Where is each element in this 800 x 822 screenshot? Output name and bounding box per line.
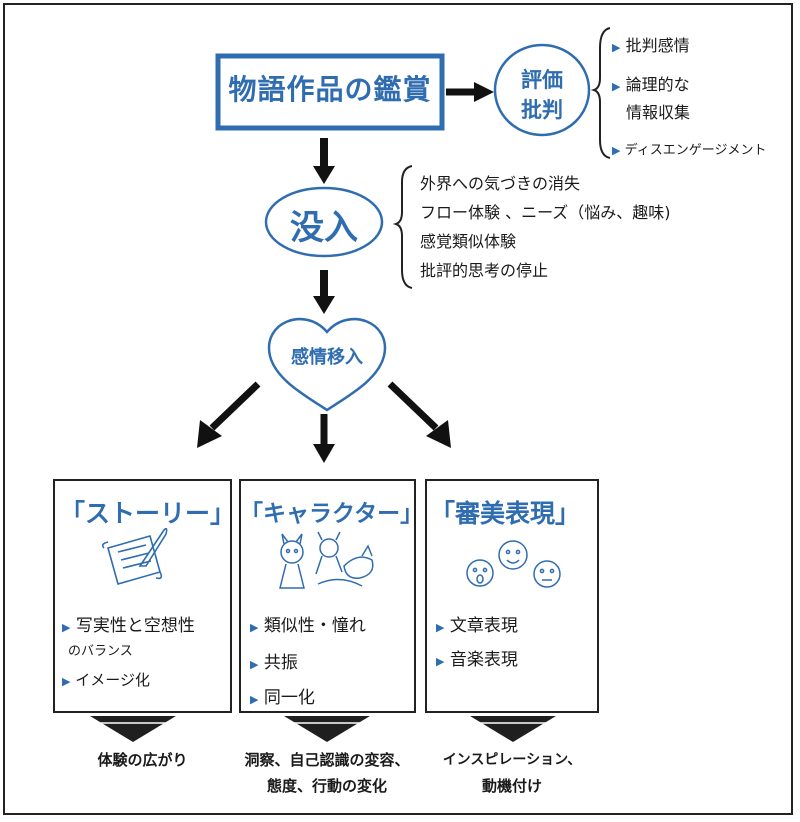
story-item-1-text: 写実性と空想性 (75, 616, 195, 636)
immersion-ellipse (264, 186, 384, 258)
arrow-empathy-to-aesthetic-head (426, 420, 451, 448)
bullet-triangle-icon: ▶ (436, 655, 445, 668)
empathy-heart (267, 317, 387, 412)
story-item-2-text: イメージ化 (75, 671, 150, 689)
immersion-label: 没入 (290, 208, 358, 248)
bullet-triangle-icon: ▶ (62, 675, 71, 688)
story-item-1-cont: のバランス (68, 644, 133, 659)
aesthetic-result-arrow (470, 716, 556, 742)
evaluation-item-1-text: 批判感情 (625, 36, 690, 55)
aesthetic-item-1-text: 文章表現 (449, 616, 518, 636)
immersion-brace (392, 165, 413, 289)
aesthetic-item-2-text: 音楽表現 (449, 650, 518, 670)
story-box (53, 479, 232, 713)
character-item-1-text: 類似性・憧れ (263, 616, 366, 636)
story-item-1: ▶ 写実性と空想性 (62, 611, 195, 636)
character-title: 「キャラクター」 (240, 501, 424, 527)
arrow-immersion-to-empathy-head (313, 296, 335, 314)
character-result-line2: 態度、行動の変化 (266, 777, 387, 795)
root-box (215, 53, 445, 131)
story-title: 「ストーリー」 (60, 499, 236, 528)
empathy-label: 感情移入 (291, 347, 363, 368)
evaluation-ellipse (493, 43, 591, 137)
arrow-empathy-to-character-head (313, 444, 335, 463)
aesthetic-result-line2: 動機付け (481, 777, 542, 795)
immersion-item-1: 外界への気づきの消失 (420, 174, 581, 193)
character-result-line1: 洞察、自己認識の変容、 (244, 751, 410, 769)
bullet-triangle-icon: ▶ (612, 144, 621, 157)
evaluation-brace (590, 27, 611, 159)
evaluation-label-line2: 批判 (521, 98, 563, 122)
story-result-arrow (90, 716, 176, 742)
evaluation-label-line1: 評価 (521, 68, 563, 92)
character-item-3-text: 同一化 (263, 688, 315, 708)
evaluation-item-3: ▶ ディスエンゲージメント (612, 139, 766, 158)
aesthetic-box (425, 479, 599, 713)
character-box (239, 479, 416, 713)
immersion-item-2: フロー体験 、ニーズ（悩み、趣味) (420, 203, 671, 222)
bullet-triangle-icon: ▶ (250, 693, 259, 706)
evaluation-item-2-text: 論理的な (625, 75, 690, 94)
bullet-triangle-icon: ▶ (612, 41, 621, 54)
character-item-3: ▶ 同一化 (250, 683, 315, 708)
bullet-triangle-icon: ▶ (250, 621, 259, 634)
evaluation-item-2: ▶ 論理的な (612, 71, 690, 95)
bullet-triangle-icon: ▶ (62, 621, 71, 634)
character-item-2-text: 共振 (263, 653, 298, 673)
arrow-root-to-evaluation-head (474, 82, 494, 102)
evaluation-item-1: ▶ 批判感情 (612, 32, 690, 56)
arrow-root-to-immersion-head (313, 166, 335, 184)
scroll-quill-icon (101, 527, 168, 585)
character-item-1: ▶ 類似性・憧れ (250, 611, 366, 636)
arrow-empathy-to-story (209, 381, 261, 431)
evaluation-item-3-text: ディスエンゲージメント (624, 143, 767, 158)
characters-doodle-icon (279, 531, 374, 589)
root-label: 物語作品の鑑賞 (228, 73, 432, 106)
aesthetic-result-line1: インスピレーション、 (442, 752, 582, 768)
story-result: 体験の広がり (97, 751, 188, 769)
arrow-empathy-to-aesthetic (387, 381, 439, 431)
immersion-item-3: 感覚類似体験 (420, 232, 517, 251)
immersion-item-4: 批評的思考の停止 (420, 261, 549, 280)
story-item-2: ▶ イメージ化 (62, 669, 150, 690)
aesthetic-item-1: ▶ 文章表現 (436, 611, 518, 636)
bullet-triangle-icon: ▶ (612, 80, 621, 93)
evaluation-item-2-cont: 情報収集 (626, 103, 691, 122)
aesthetic-item-2: ▶ 音楽表現 (436, 645, 518, 670)
diagram-frame (3, 3, 793, 815)
aesthetic-title: 「審美表現」 (430, 499, 581, 528)
faces-doodle-icon (466, 540, 561, 588)
bullet-triangle-icon: ▶ (250, 658, 259, 671)
character-item-2: ▶ 共振 (250, 648, 298, 673)
arrow-empathy-to-story-head (197, 420, 222, 448)
character-result-arrow (284, 716, 370, 742)
bullet-triangle-icon: ▶ (436, 621, 445, 634)
